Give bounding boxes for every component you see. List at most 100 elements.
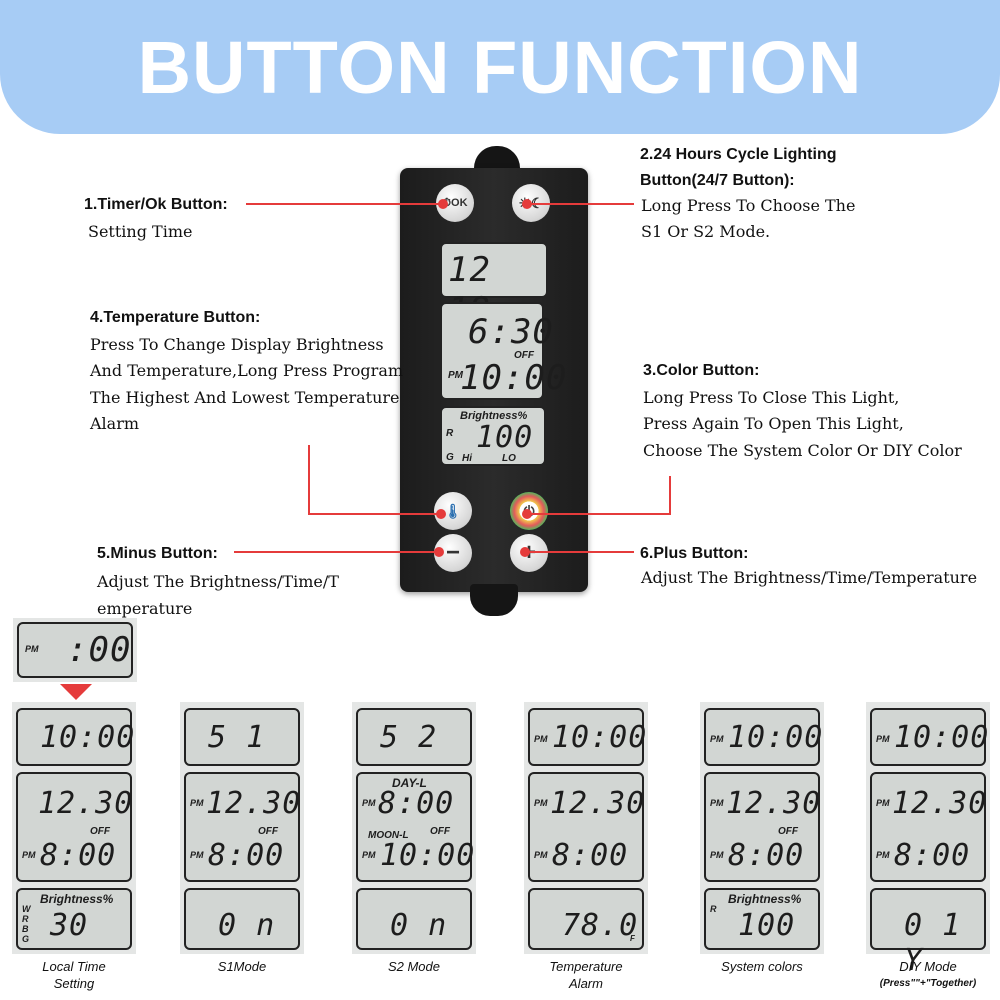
panel-caption: DIY Mode (Press""+"Together) <box>858 958 998 992</box>
minus-button[interactable]: − <box>434 534 472 572</box>
minus-callout-text-2: emperature <box>97 599 193 618</box>
timer-callout-dot <box>438 199 448 209</box>
panel-bottom-lcd: 0 n <box>184 888 300 950</box>
color-callout-text-1: Long Press To Close This Light, <box>643 388 900 407</box>
color-callout-dot <box>522 509 532 519</box>
panel-mid2-pm: PM <box>534 850 548 860</box>
color-callout-line-h <box>526 513 671 515</box>
panel-caption-small: (Press""+"Together) <box>879 978 977 989</box>
panel-bottom-value: 0 n <box>218 908 276 943</box>
panel-top-lcd: 10:00 <box>16 708 136 766</box>
panel-bottom-value: 30 <box>50 908 89 943</box>
panel-mid2-value: 8:00 <box>728 838 805 873</box>
panel-bottom-unit: F <box>630 934 635 943</box>
panel-top-pm: PM <box>534 734 548 744</box>
panel-mid2-value: 8:00 <box>208 838 285 873</box>
lcd-time-display: 6:30 OFF PM 10:00 <box>440 302 566 400</box>
title-banner: BUTTON FUNCTION <box>0 0 1000 134</box>
minus-callout-dot <box>434 547 444 557</box>
panel-sub-a: DAY-L <box>392 776 427 790</box>
color-callout-text-2: Press Again To Open This Light, <box>643 414 904 433</box>
panel-bottom-value: 0 1 Y <box>904 908 962 978</box>
panel-bottom-value: 0 n <box>390 908 448 943</box>
panel-mid1-pm: PM <box>534 798 548 808</box>
lcd-off-label: OFF <box>514 350 534 361</box>
panel-mid2-pm: PM <box>362 850 376 860</box>
controller-device: ⏱OK ☀☾ 12 18 6:30 OFF PM 10:00 Brightnes… <box>400 168 588 592</box>
color-callout-line-v <box>669 476 671 515</box>
page-title: BUTTON FUNCTION <box>137 25 863 109</box>
panel-bottom-side: R <box>710 904 717 914</box>
panel-top-value: 10:00 <box>40 720 136 755</box>
panel-bottom-value: 78.0 <box>562 908 639 943</box>
panel-caption-line-1: S2 Mode <box>387 959 441 974</box>
panel-caption-line-2: Setting <box>53 976 95 991</box>
panel-caption-line-1: Local Time <box>42 959 106 974</box>
preview-value: :00 <box>67 630 132 670</box>
panel-mid1-value: 12.30 <box>726 786 822 821</box>
plus-callout-line <box>528 551 634 553</box>
panel-mid2-pm: PM <box>190 850 204 860</box>
cycle-callout-text-1: Long Press To Choose The <box>641 196 856 215</box>
panel-mid1-value: 12.30 <box>892 786 988 821</box>
preview-lcd: PM :00 <box>17 622 133 678</box>
panel-off-label: OFF <box>258 826 278 837</box>
timer-callout-line <box>246 203 442 205</box>
panel-bottom-label: Brightness% <box>728 892 802 906</box>
panel-bottom-lcd: 0 1 Y <box>870 888 986 978</box>
panel-mid2-value: 10:00 <box>380 838 476 873</box>
panel-caption: System colors <box>692 958 832 975</box>
cable-bottom <box>470 584 518 616</box>
panel-caption-line-1: System colors <box>721 959 803 974</box>
lcd-g-label: G <box>446 452 454 463</box>
temp-callout-line-h <box>308 513 442 515</box>
panel-caption-line-1: DIY Mode <box>899 959 957 974</box>
lcd-brightness-display: Brightness% R 100 G Hi LO <box>440 406 546 466</box>
minus-callout-title: 5.Minus Button: <box>97 545 218 562</box>
panel-top-lcd: PM 10:00 <box>870 708 990 766</box>
panel-top-pm: PM <box>710 734 724 744</box>
preview-pm-label: PM <box>25 644 39 654</box>
panel-top-lcd: 5 2 <box>356 708 472 766</box>
color-callout-title: 3.Color Button: <box>643 362 760 379</box>
panel-top-lcd: 5 1 <box>184 708 300 766</box>
panel-off-label: OFF <box>90 826 110 837</box>
timer-callout-text: Setting Time <box>88 222 193 241</box>
cycle-callout-dot <box>522 199 532 209</box>
panel-mid2-pm: PM <box>710 850 724 860</box>
lcd-pm-label: PM <box>448 370 463 381</box>
panel-top-value: 10:00 <box>894 720 990 755</box>
panel-top-value: 10:00 <box>552 720 648 755</box>
panel-top-value: 5 2 <box>380 720 438 755</box>
panel-sub-b: MOON-L <box>368 830 409 841</box>
panel-top-pm: PM <box>876 734 890 744</box>
panel-mid2-value: 8:00 <box>552 838 629 873</box>
panel-mid1-pm: PM <box>190 798 204 808</box>
panel-mid1-pm: PM <box>710 798 724 808</box>
panel-top-value: 5 1 <box>208 720 266 755</box>
thermometer-icon: 🌡 <box>444 502 462 519</box>
panel-mid2-value: 8:00 <box>40 838 117 873</box>
color-callout-text-3: Choose The System Color Or DIY Color <box>643 441 962 460</box>
panel-caption-line-1: Temperature <box>549 959 623 974</box>
panel-mid2-pm: PM <box>876 850 890 860</box>
lcd-brightness-value: 100 <box>476 420 534 455</box>
minus-callout-text-1: Adjust The Brightness/Time/T <box>97 572 339 591</box>
plus-callout-text: Adjust The Brightness/Time/Temperature <box>641 568 978 587</box>
panel-caption: S2 Mode <box>344 958 484 975</box>
panel-mid1-pm: PM <box>876 798 890 808</box>
lcd-r-label: R <box>446 428 454 439</box>
lcd-hi-label: Hi <box>462 453 472 464</box>
